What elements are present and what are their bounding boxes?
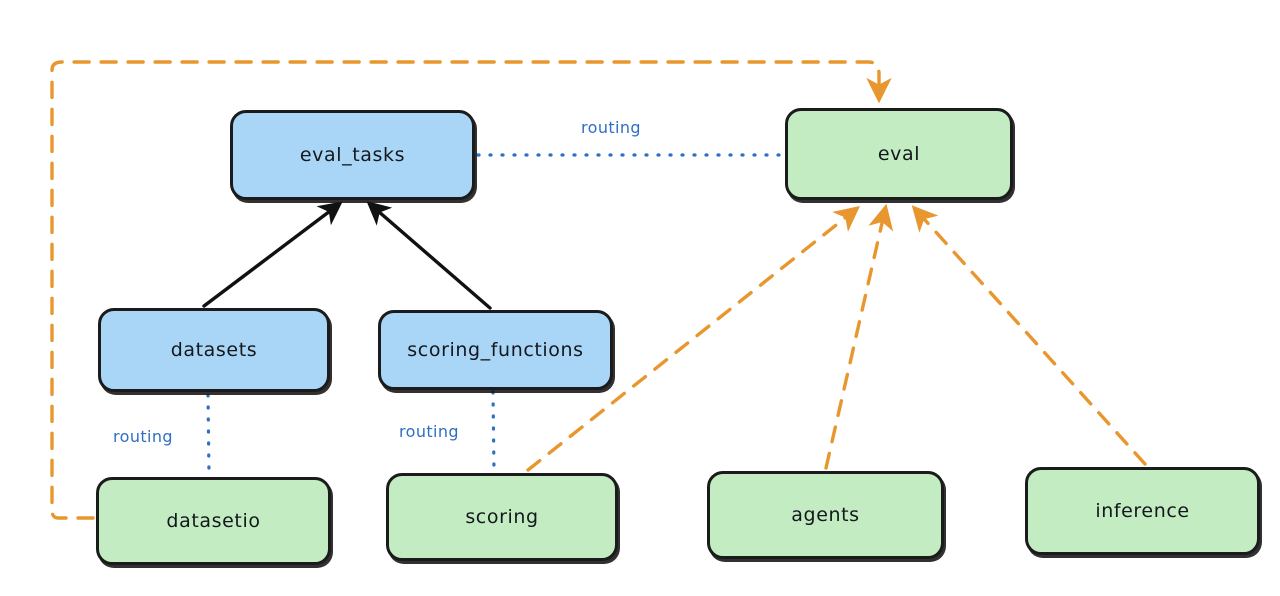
edge-datasets-to-eval-tasks xyxy=(202,201,343,308)
node-scoring-functions[interactable]: scoring_functions xyxy=(378,310,613,390)
edge-label-routing-datasets: routing xyxy=(110,427,176,446)
composition-edges xyxy=(202,201,492,310)
edge-datasets-to-datasetio xyxy=(206,393,211,476)
edge-scoring-functions-to-scoring xyxy=(491,390,496,473)
node-label: eval xyxy=(877,143,921,165)
node-inference[interactable]: inference xyxy=(1025,467,1260,555)
node-eval-tasks[interactable]: eval_tasks xyxy=(230,110,475,200)
node-datasets[interactable]: datasets xyxy=(98,308,330,392)
edge-scoring-functions-to-eval-tasks xyxy=(366,201,492,310)
edge-inference-to-eval xyxy=(911,205,1147,466)
node-datasetio[interactable]: datasetio xyxy=(96,477,331,565)
node-label: eval_tasks xyxy=(299,144,406,166)
node-label: scoring_functions xyxy=(407,339,584,361)
node-label: datasets xyxy=(170,339,258,361)
edge-label-routing-scoring-functions: routing xyxy=(396,422,462,441)
edge-label-routing-eval-tasks: routing xyxy=(578,118,644,137)
edge-agents-to-eval xyxy=(824,203,894,470)
node-label: agents xyxy=(791,504,860,526)
node-label: scoring xyxy=(465,506,539,528)
node-label: datasetio xyxy=(166,510,261,532)
node-agents[interactable]: agents xyxy=(707,471,944,559)
node-eval[interactable]: eval xyxy=(785,108,1013,200)
node-label: inference xyxy=(1095,500,1190,522)
node-scoring[interactable]: scoring xyxy=(386,473,618,561)
